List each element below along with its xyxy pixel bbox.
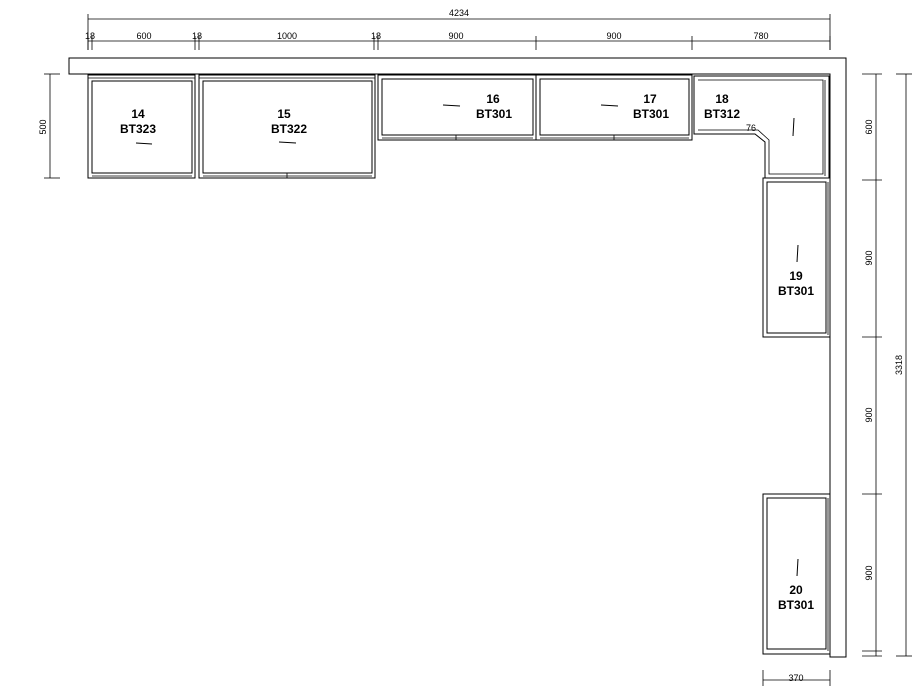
dim-segment-label: 600 <box>136 31 151 41</box>
cabinet-17[interactable]: 17 BT301 <box>535 74 693 141</box>
dim-segment-label: 780 <box>753 31 768 41</box>
cabinet-15[interactable]: 15 BT322 <box>198 74 376 179</box>
countertop-outline <box>68 57 847 658</box>
dim-right-segment-label: 900 <box>864 250 874 265</box>
cabinet-code: BT312 <box>704 107 740 121</box>
handle-icon <box>796 558 799 577</box>
dim-segment-label: 1000 <box>277 31 297 41</box>
handle-icon <box>792 117 795 137</box>
dim-segment-label: 900 <box>606 31 621 41</box>
cabinet-code: BT323 <box>120 122 156 136</box>
handle-icon <box>135 142 153 145</box>
cabinet-code: BT301 <box>778 284 814 298</box>
cabinet-number: 17 <box>643 92 657 106</box>
cabinet-20[interactable]: 20 BT301 <box>762 493 831 655</box>
dim-right-segment-label: 900 <box>864 407 874 422</box>
handle-icon <box>278 141 297 144</box>
dim-segment-label: 18 <box>192 31 202 41</box>
cabinet-code: BT301 <box>778 598 814 612</box>
handle-icon <box>442 104 461 107</box>
dimension-total-depth: 3318 <box>894 73 912 657</box>
dim-segment-label: 18 <box>85 31 95 41</box>
dimension-top-segments: 18 600 18 1000 18 900 900 780 <box>85 31 831 50</box>
cabinet-code: BT301 <box>633 107 669 121</box>
cabinet-16[interactable]: 16 BT301 <box>377 74 537 141</box>
dimension-right-segments: 600 900 900 900 <box>862 73 882 657</box>
cabinet-number: 20 <box>789 583 803 597</box>
cabinet-19[interactable]: 19 BT301 <box>762 177 831 338</box>
small-dimension-mark: 76 <box>746 123 756 133</box>
dim-wall-depth-label: 500 <box>38 119 48 134</box>
cabinet-number: 15 <box>277 107 291 121</box>
cabinet-number: 19 <box>789 269 803 283</box>
cabinet-number: 16 <box>486 92 500 106</box>
cabinet-18[interactable]: 18 BT312 76 <box>693 75 830 179</box>
dim-total-width-label: 4234 <box>449 8 469 18</box>
dim-side-depth-label: 370 <box>788 673 803 683</box>
cabinet-number: 14 <box>131 107 145 121</box>
dim-segment-label: 18 <box>371 31 381 41</box>
cabinet-number: 18 <box>715 92 729 106</box>
dim-right-segment-label: 900 <box>864 565 874 580</box>
cabinet-code: BT322 <box>271 122 307 136</box>
handle-icon <box>600 104 619 107</box>
cabinet-code: BT301 <box>476 107 512 121</box>
dimension-side-depth: 370 <box>762 670 831 686</box>
dimension-wall-depth: 500 <box>38 73 60 179</box>
handle-icon <box>796 244 799 263</box>
dim-right-segment-label: 600 <box>864 119 874 134</box>
cabinet-14[interactable]: 14 BT323 <box>87 74 196 179</box>
dim-total-depth-label: 3318 <box>894 355 904 375</box>
dim-segment-label: 900 <box>448 31 463 41</box>
